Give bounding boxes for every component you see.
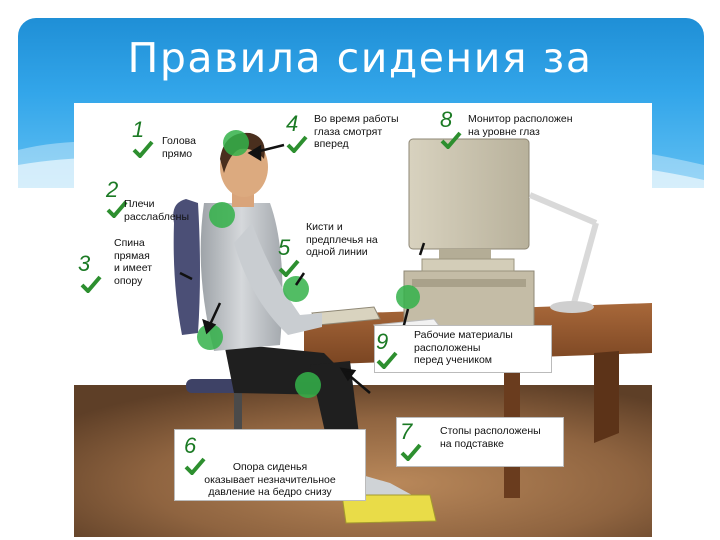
check-icon bbox=[376, 351, 398, 369]
rule-5-text: Кисти и предплечья на одной линии bbox=[306, 221, 378, 259]
check-icon bbox=[80, 275, 102, 293]
posture-illustration: 1 Голова прямо 2 Плечи расслаблены 3 Спи… bbox=[74, 103, 652, 537]
monitor bbox=[409, 139, 529, 249]
rule-6-number: 6 bbox=[184, 435, 196, 457]
rule-7-number: 7 bbox=[400, 421, 412, 443]
check-icon bbox=[278, 259, 300, 277]
rule-8-number: 8 bbox=[440, 109, 452, 131]
rule-4-text: Во время работы глаза смотрят вперед bbox=[314, 113, 399, 151]
check-icon bbox=[132, 140, 154, 158]
rule-3-number: 3 bbox=[78, 253, 90, 275]
check-icon bbox=[286, 135, 308, 153]
rule-9-number: 9 bbox=[376, 331, 388, 353]
rule-4-number: 4 bbox=[286, 113, 298, 135]
check-icon bbox=[400, 443, 422, 461]
rule-5-number: 5 bbox=[278, 237, 290, 259]
rule-2-text: Плечи расслаблены bbox=[124, 198, 189, 223]
rule-1-number: 1 bbox=[132, 119, 144, 141]
rule-6-text: Опора сиденья оказывает незначительное д… bbox=[178, 461, 362, 499]
rule-1-text: Голова прямо bbox=[162, 135, 196, 160]
rule-8-text: Монитор расположен на уровне глаз bbox=[468, 113, 573, 138]
check-icon bbox=[440, 131, 462, 149]
rule-9-text: Рабочие материалы расположены перед учен… bbox=[414, 329, 513, 367]
lamp bbox=[550, 301, 594, 313]
rule-3-text: Спина прямая и имеет опору bbox=[114, 237, 152, 287]
rule-2-number: 2 bbox=[106, 179, 118, 201]
rule-7-text: Стопы расположены на подставке bbox=[440, 425, 541, 450]
